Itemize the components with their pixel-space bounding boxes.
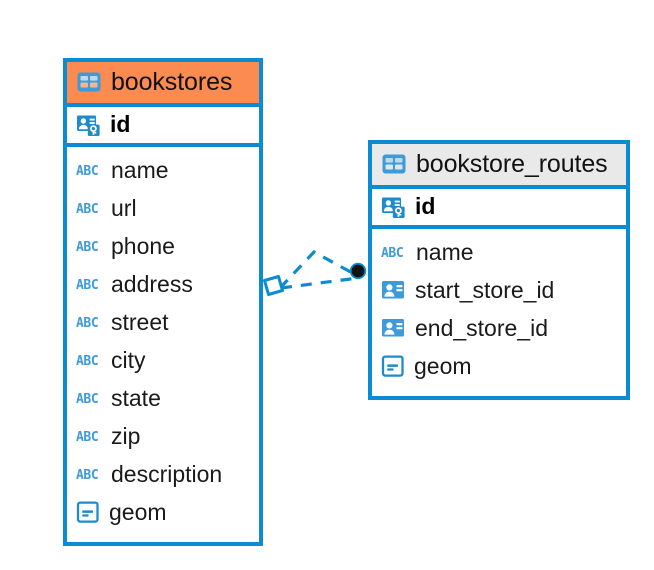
geometry-type-icon [381, 354, 406, 378]
field-label: description [111, 460, 223, 487]
entity-title: bookstores [111, 68, 233, 96]
text-type-icon: ABC [381, 245, 404, 261]
field-label: street [111, 308, 169, 335]
field-label: name [416, 238, 474, 265]
filled-circle-endpoint[interactable] [349, 262, 367, 280]
field-row-url[interactable]: ABC url [67, 189, 259, 227]
field-row-start-store-id[interactable]: start_store_id [372, 271, 626, 309]
field-row-city[interactable]: ABC city [67, 341, 259, 379]
relationship-line-upper [278, 250, 359, 290]
field-label: address [111, 270, 193, 297]
text-type-icon: ABC [76, 353, 99, 369]
field-row-primary-key[interactable]: id [372, 189, 626, 229]
field-label: zip [111, 422, 141, 449]
field-label: geom [414, 352, 472, 379]
field-label: geom [109, 498, 167, 525]
text-type-icon: ABC [76, 239, 99, 255]
field-label: start_store_id [415, 276, 555, 303]
field-label: end_store_id [415, 314, 548, 341]
primary-key-icon [381, 194, 407, 220]
entity-title: bookstore_routes [416, 150, 608, 178]
geometry-type-icon [76, 500, 101, 524]
field-row-zip[interactable]: ABC zip [67, 417, 259, 455]
entity-header-bookstores[interactable]: bookstores [67, 62, 259, 107]
table-icon [381, 151, 407, 177]
field-row-geom[interactable]: geom [67, 493, 259, 531]
foreign-key-icon [381, 316, 407, 340]
field-label: id [110, 111, 131, 137]
field-row-street[interactable]: ABC street [67, 303, 259, 341]
field-label: id [415, 193, 436, 219]
text-type-icon: ABC [76, 429, 99, 445]
field-label: name [111, 156, 169, 183]
field-row-address[interactable]: ABC address [67, 265, 259, 303]
field-row-description[interactable]: ABC description [67, 455, 259, 493]
entity-fields-bookstore-routes: ABC name start_store_id [372, 229, 626, 396]
field-row-name[interactable]: ABC name [372, 233, 626, 271]
table-icon [76, 69, 102, 95]
field-label: url [111, 194, 137, 221]
field-row-state[interactable]: ABC state [67, 379, 259, 417]
entity-bookstore-routes[interactable]: bookstore_routes id ABC [368, 140, 630, 400]
text-type-icon: ABC [76, 391, 99, 407]
relationship-line-lower [280, 276, 359, 290]
field-label: city [111, 346, 146, 373]
field-row-phone[interactable]: ABC phone [67, 227, 259, 265]
entity-header-bookstore-routes[interactable]: bookstore_routes [372, 144, 626, 189]
text-type-icon: ABC [76, 277, 99, 293]
field-row-end-store-id[interactable]: end_store_id [372, 309, 626, 347]
field-row-primary-key[interactable]: id [67, 107, 259, 147]
rhombus-endpoint[interactable] [263, 275, 284, 296]
entity-bookstores[interactable]: bookstores id ABC [63, 58, 263, 546]
text-type-icon: ABC [76, 201, 99, 217]
field-label: state [111, 384, 161, 411]
entity-fields-bookstores: ABC name ABC url ABC phone ABC address A… [67, 147, 259, 542]
text-type-icon: ABC [76, 315, 99, 331]
relationship-connector[interactable] [258, 238, 374, 314]
field-row-name[interactable]: ABC name [67, 151, 259, 189]
foreign-key-icon [381, 278, 407, 302]
field-label: phone [111, 232, 175, 259]
primary-key-icon [76, 112, 102, 138]
text-type-icon: ABC [76, 163, 99, 179]
text-type-icon: ABC [76, 467, 99, 483]
field-row-geom[interactable]: geom [372, 347, 626, 385]
